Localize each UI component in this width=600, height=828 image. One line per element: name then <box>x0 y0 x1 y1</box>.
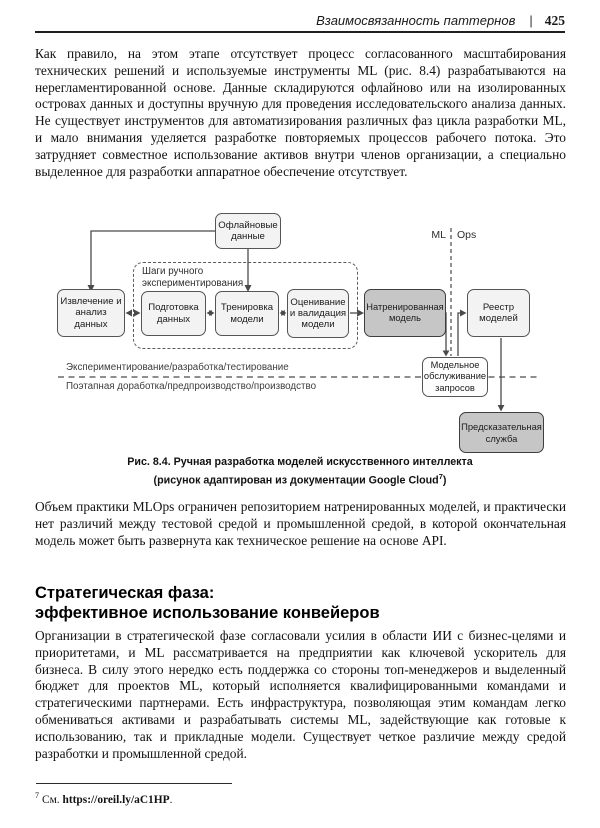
running-head-title: Взаимосвязанность паттернов <box>316 13 516 28</box>
ml-side-label: ML <box>431 229 446 241</box>
header-rule <box>35 31 565 33</box>
environment-experiment-label: Экспериментирование/разработка/тестирова… <box>66 362 289 373</box>
arrow-serving-to-registry <box>457 312 462 356</box>
section-heading: Стратегическая фаза: эффективное использ… <box>35 583 566 623</box>
paragraph-3: Организации в стратегической фазе соглас… <box>35 628 566 761</box>
paragraph-2: Объем практики MLOps ограничен репозитор… <box>35 499 566 548</box>
environment-production-label: Поэтапная доработка/предпроизводство/про… <box>66 381 317 392</box>
footnote-marker: 7 <box>35 791 39 800</box>
figure-caption: Рис. 8.4. Ручная разработка моделей иску… <box>35 456 565 488</box>
arrowheads <box>87 285 505 412</box>
section-heading-line-1: Стратегическая фаза: <box>35 584 215 602</box>
footnote-suffix: . <box>169 793 173 806</box>
manual-steps-dashed-container <box>133 262 358 349</box>
figure-caption-footnote-ref: 7 <box>438 471 443 481</box>
figure-caption-label: Рис. 8.4. <box>127 456 171 468</box>
footnote-prefix: См. <box>42 793 60 806</box>
manual-steps-label: Шаги ручного экспериментирования <box>142 266 244 289</box>
node-model-registry: Реестр моделей <box>467 289 530 337</box>
node-data-preparation: Подготовка данных <box>141 291 206 336</box>
figure-caption-subtitle: (рисунок адаптирован из документации Goo… <box>153 474 439 487</box>
node-data-extraction: Извлечение и анализ данных <box>57 289 125 337</box>
node-model-evaluation: Оценивание и валидация модели <box>287 289 349 338</box>
node-model-serving: Модельное обслуживание запросов <box>422 357 488 397</box>
section-heading-line-2: эффективное использование конвейеров <box>35 604 380 622</box>
running-head-separator: | <box>529 13 533 28</box>
figure-caption-line-2: (рисунок адаптирован из документации Goo… <box>35 470 565 488</box>
paragraph-1: Как правило, на этом этапе отсутствует п… <box>35 46 566 179</box>
ops-side-label: Ops <box>457 229 477 241</box>
page-number: 425 <box>544 13 565 28</box>
node-trained-model: Натренированная модель <box>364 289 446 337</box>
node-model-training: Тренировка модели <box>215 291 279 336</box>
footnote-rule <box>36 783 232 785</box>
footnote-url: https://oreil.ly/aC1HP <box>62 793 170 806</box>
arrow-offline-to-extract <box>90 230 215 285</box>
figure-caption-close: ) <box>442 474 447 487</box>
figure-caption-line-1: Рис. 8.4. Ручная разработка моделей иску… <box>35 456 565 470</box>
node-offline-data: Офлайновые данные <box>215 213 281 249</box>
running-head: Взаимосвязанность паттернов | 425 <box>35 13 565 29</box>
figure-caption-title: Ручная разработка моделей искусственного… <box>173 456 473 468</box>
arrow-trained-to-serving <box>445 312 447 351</box>
node-prediction-service: Предсказательная служба <box>459 412 544 453</box>
